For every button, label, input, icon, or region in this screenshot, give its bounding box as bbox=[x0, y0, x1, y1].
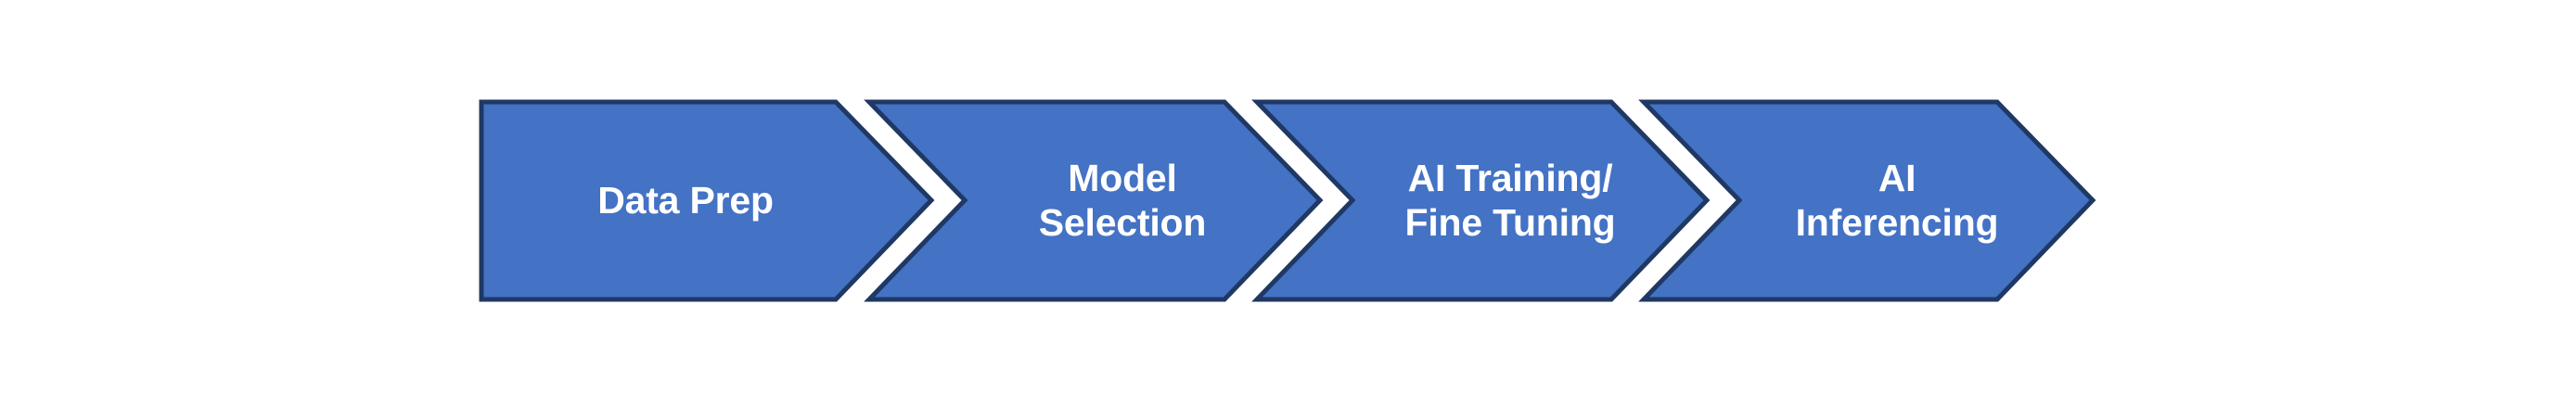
stage-shape-ai-training-fine-tuning[interactable] bbox=[1251, 99, 1711, 302]
stage-shape-model-selection[interactable] bbox=[864, 99, 1324, 302]
stage-shape-ai-inferencing[interactable] bbox=[1638, 99, 2096, 302]
stage-shape-data-prep[interactable] bbox=[479, 99, 935, 302]
